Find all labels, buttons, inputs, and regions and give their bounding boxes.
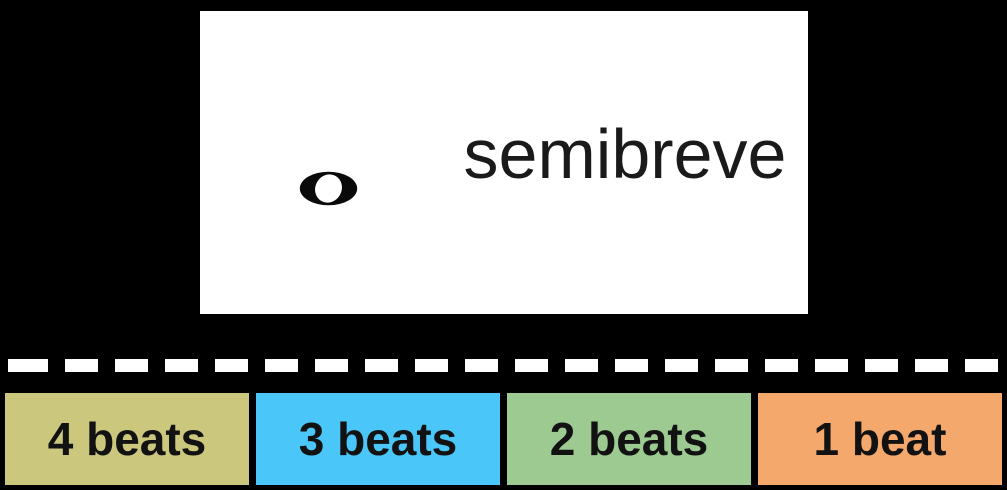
flashcard: semibreve [200, 11, 808, 314]
answer-button-1-beat[interactable]: 1 beat [758, 393, 1002, 485]
answer-label: 1 beat [813, 413, 947, 465]
answer-label: 2 beats [549, 413, 709, 465]
dashed-divider [0, 359, 1007, 372]
answer-button-3-beats[interactable]: 3 beats [256, 393, 500, 485]
answer-button-4-beats[interactable]: 4 beats [5, 393, 249, 485]
answer-label: 3 beats [298, 413, 458, 465]
answer-row: 4 beats 3 beats 2 beats 1 beat [5, 393, 1002, 485]
answer-button-2-beats[interactable]: 2 beats [507, 393, 751, 485]
answer-label: 4 beats [47, 413, 207, 465]
note-name-label: semibreve [463, 115, 787, 193]
whole-note-icon [299, 171, 358, 206]
